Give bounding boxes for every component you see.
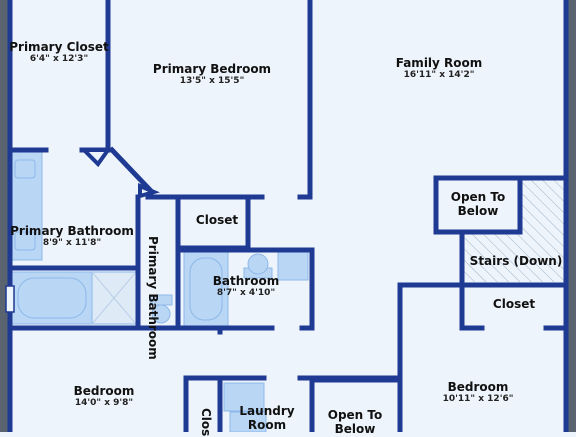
room-primary-bathroom: Primary Bathroom 8'9" x 11'8" — [10, 224, 134, 249]
room-dimensions: 8'9" x 11'8" — [42, 238, 102, 249]
room-bedroom-left: Bedroom 14'0" x 9'8" — [74, 384, 135, 409]
laundry-machine-2 — [229, 411, 267, 432]
room-name: Primary Closet — [9, 40, 109, 54]
room-primary-closet: Primary Closet 6'4" x 12'3" — [9, 40, 109, 65]
room-name: Bathroom — [212, 274, 280, 288]
toilet-bowl — [151, 304, 171, 324]
room-closet-small: Clos — [199, 408, 213, 437]
bath-vanity — [277, 249, 309, 281]
room-dimensions: 10'11" x 12'6" — [442, 394, 514, 405]
room-dimensions: 8'7" x 4'10" — [216, 288, 276, 299]
tub — [17, 277, 87, 319]
room-closet-center: Closet — [196, 213, 238, 227]
room-name: Open To Below — [450, 190, 506, 219]
open-to-below-bottom-box — [309, 377, 403, 432]
room-open-to-below-top: Open To Below — [448, 190, 508, 219]
room-name: Open To Below — [327, 408, 383, 437]
room-name: Stairs (Down) — [469, 254, 563, 268]
laundry-machine — [223, 382, 265, 412]
room-dimensions: 14'0" x 9'8" — [74, 398, 134, 409]
room-name: Primary Bedroom — [152, 62, 272, 76]
room-name: Primary Bathroom — [10, 224, 134, 238]
room-primary-bathroom-wc: Primary Bathroom — [146, 236, 160, 360]
bath-toilet-bowl — [247, 253, 269, 275]
corner-triangle-2 — [138, 182, 160, 199]
open-to-below-top-box — [433, 175, 523, 235]
window-left — [5, 285, 15, 313]
room-name: Closet — [195, 213, 239, 227]
exterior-left — [0, 0, 10, 432]
sink-bottom — [14, 231, 36, 251]
room-stairs: Stairs (Down) — [470, 254, 563, 268]
room-laundry: Laundry Room — [232, 404, 302, 433]
room-bathroom: Bathroom 8'7" x 4'10" — [213, 274, 279, 299]
room-closet-right: Closet — [493, 297, 535, 311]
room-dimensions: 16'11" x 14'2" — [403, 70, 475, 81]
room-name: Family Room — [395, 56, 483, 70]
room-dimensions: 6'4" x 12'3" — [29, 54, 89, 65]
room-family-room: Family Room 16'11" x 14'2" — [396, 56, 483, 81]
room-name: Laundry Room — [239, 404, 295, 433]
shower-lines — [91, 271, 137, 325]
room-name: Bedroom — [447, 380, 509, 394]
room-name: Bedroom — [73, 384, 135, 398]
room-dimensions: 13'5" x 15'5" — [179, 76, 245, 87]
room-primary-bedroom: Primary Bedroom 13'5" x 15'5" — [153, 62, 271, 87]
room-name: Closet — [492, 297, 536, 311]
room-open-to-below-bottom: Open To Below — [320, 408, 390, 437]
sink-top — [14, 159, 36, 179]
bath-tub-inner — [189, 257, 223, 321]
exterior-right — [566, 0, 576, 432]
room-bedroom-right: Bedroom 10'11" x 12'6" — [443, 380, 514, 405]
corner-triangle — [79, 148, 112, 168]
